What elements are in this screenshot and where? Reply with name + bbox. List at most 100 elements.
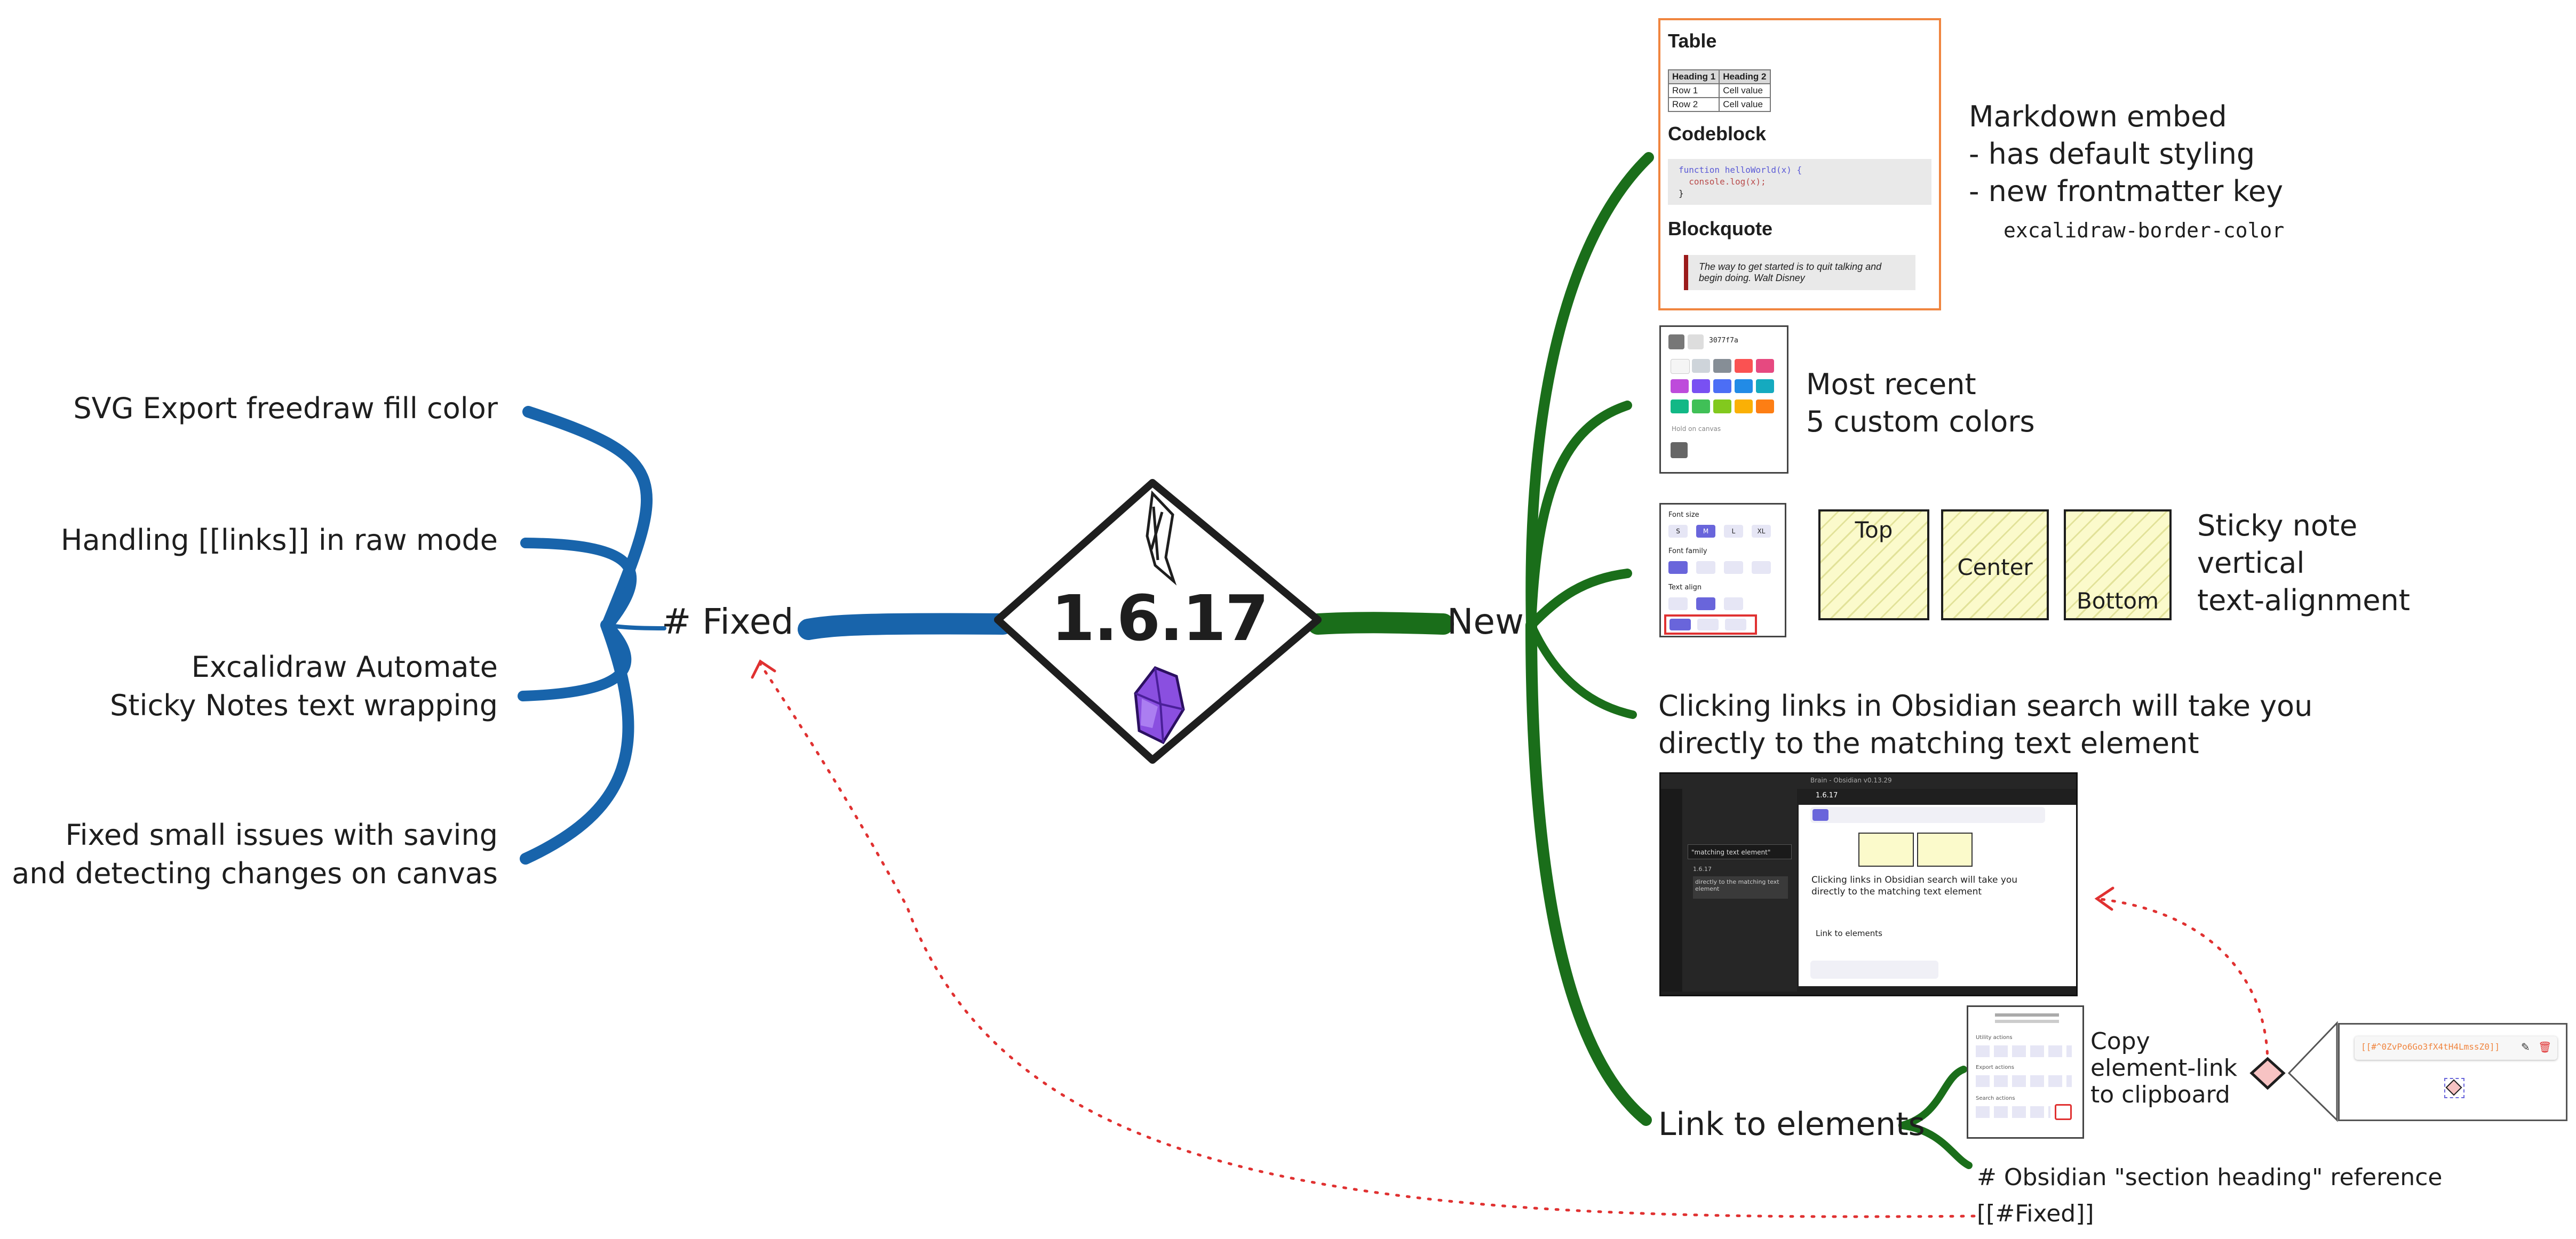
fixed-wikilink[interactable]: [[#Fixed]] <box>1977 1200 2094 1227</box>
new-branches <box>1307 152 1973 1169</box>
md-table-cell: Cell value <box>1719 83 1771 98</box>
font-family-hand-button[interactable] <box>1668 561 1688 574</box>
utility-actions-title: Utility actions <box>1976 1035 2013 1041</box>
md-table-cell: Row 2 <box>1667 97 1720 112</box>
custom-colors-line-1: Most recent <box>1806 367 1976 401</box>
arrow-fixed-link <box>759 662 1976 1218</box>
branch-copy <box>1898 1066 1967 1129</box>
search-actions-title: Search actions <box>1976 1096 2015 1101</box>
md-codeblock: function helloWorld(x) { console.log(x);… <box>1668 159 1931 205</box>
md-quote-title: Blockquote <box>1668 218 1773 239</box>
link-preview-callout: [[#^0ZvPo6Go3fX4tH4LmssZ0]] ✎ 🗑 <box>2338 1023 2567 1121</box>
font-family-custom-button[interactable] <box>1752 561 1771 574</box>
markdown-embed-line-2: - has default styling <box>1969 137 2255 171</box>
code-line: } <box>1679 188 1684 198</box>
branch-search <box>1527 621 1637 719</box>
fixed-heading: # Fixed <box>662 601 794 642</box>
size-m-button[interactable]: M <box>1696 525 1715 538</box>
fixed-item-links-raw: Handling [[links]] in raw mode <box>60 523 498 557</box>
copy-line-2: element-link <box>2090 1054 2238 1082</box>
align-left-button[interactable] <box>1668 597 1688 610</box>
font-family-normal-button[interactable] <box>1696 561 1715 574</box>
branch-sticky <box>1526 569 1632 630</box>
version-label: 1.6.17 <box>1051 581 1269 655</box>
fixed-item-svg-export: SVG Export freedraw fill color <box>73 391 498 425</box>
sticky-line-3: text-alignment <box>2197 583 2410 617</box>
pen-logo-icon <box>1146 490 1177 586</box>
branch-saving <box>520 619 634 865</box>
sticky-line-1: Sticky note <box>2197 509 2358 542</box>
branch-link-elements <box>1525 619 1652 1126</box>
export-actions-title: Export actions <box>1976 1065 2014 1070</box>
color-picker-preview: 3077f7a Hold on canvas <box>1659 325 1788 474</box>
code-line: function helloWorld(x) { <box>1679 165 1802 175</box>
sticky-note-label: Top <box>1855 517 1893 543</box>
mini-tab[interactable]: 1.6.17 <box>1816 792 1838 800</box>
branch-section-ref <box>1898 1122 1973 1169</box>
md-table-cell: Cell value <box>1719 97 1771 112</box>
valign-middle-button[interactable] <box>1697 619 1719 630</box>
fixed-item-sticky-wrap: Sticky Notes text wrapping <box>110 689 498 722</box>
fixed-item-saving-2: and detecting changes on canvas <box>12 857 498 890</box>
size-s-button[interactable]: S <box>1668 525 1688 538</box>
search-line-2: directly to the matching text element <box>1658 726 2199 760</box>
text-props-preview: Font size S M L XL Font family Text alig… <box>1659 503 1786 637</box>
valign-top-button[interactable] <box>1669 619 1691 630</box>
md-blockquote: The way to get started is to quit talkin… <box>1684 255 1915 290</box>
font-family-code-button[interactable] <box>1724 561 1743 574</box>
copy-link-button[interactable] <box>2055 1104 2072 1120</box>
sticky-note-center: Center <box>1941 509 2049 620</box>
sticky-line-2: vertical <box>2197 546 2305 580</box>
size-l-button[interactable]: L <box>1724 525 1743 538</box>
align-center-button[interactable] <box>1696 597 1715 610</box>
link-to-elements-label: Link to elements <box>1658 1106 1925 1143</box>
edit-icon[interactable]: ✎ <box>2521 1041 2530 1053</box>
mini-canvas-text-2: directly to the matching text element <box>1811 886 1982 897</box>
arrow-link-preview <box>2095 897 2269 1066</box>
obsidian-crystal-icon <box>1134 666 1185 745</box>
delete-icon[interactable]: 🗑 <box>2538 1041 2552 1053</box>
center-diamond <box>994 479 1322 764</box>
sticky-note-label: Bottom <box>2076 588 2159 614</box>
dotted-arrows <box>759 662 2269 1218</box>
branch-new-trunk <box>1307 612 1454 635</box>
branch-markdown <box>1525 152 1654 630</box>
markdown-embed-line-1: Markdown embed <box>1969 100 2227 133</box>
hex-input[interactable]: 3077f7a <box>1709 337 1738 345</box>
sticky-note-label: Center <box>1957 554 2033 580</box>
md-table-title: Table <box>1668 30 1717 52</box>
custom-colors-line-2: 5 custom colors <box>1806 405 2035 438</box>
branch-colors <box>1526 401 1632 630</box>
section-heading-reference: # Obsidian "section heading" reference <box>1977 1164 2443 1191</box>
frontmatter-key: excalidraw-border-color <box>2003 219 2285 242</box>
obsidian-search-screenshot: Brain - Obsidian v0.13.29 "matching text… <box>1659 772 2078 996</box>
text-align-title: Text align <box>1668 583 1702 591</box>
copy-line-3: to clipboard <box>2090 1081 2230 1108</box>
markdown-embed-line-3: - new frontmatter key <box>1969 174 2284 208</box>
fixed-item-automate: Excalidraw Automate <box>191 650 498 684</box>
mini-result-snippet[interactable]: directly to the matching text element <box>1693 876 1788 899</box>
mini-result-file[interactable]: 1.6.17 <box>1693 866 1712 873</box>
size-xl-button[interactable]: XL <box>1752 525 1771 538</box>
md-code-title: Codeblock <box>1668 123 1767 145</box>
mini-search-input[interactable]: "matching text element" <box>1688 844 1792 859</box>
branch-automate <box>518 620 632 701</box>
mini-window-title: Brain - Obsidian v0.13.29 <box>1810 777 1892 784</box>
sticky-note-bottom: Bottom <box>2064 509 2172 620</box>
font-size-title: Font size <box>1668 511 1699 519</box>
valign-bottom-button[interactable] <box>1725 619 1746 630</box>
element-actions-panel: Utility actions Export actions Search ac… <box>1967 1005 2084 1139</box>
picker-hint: Hold on canvas <box>1672 425 1721 433</box>
new-heading: New <box>1447 601 1524 642</box>
align-right-button[interactable] <box>1724 597 1743 610</box>
search-line-1: Clicking links in Obsidian search will t… <box>1658 689 2313 723</box>
link-preview-text[interactable]: [[#^0ZvPo6Go3fX4tH4LmssZ0]] <box>2361 1042 2500 1052</box>
link-marker-diamond <box>2249 1057 2286 1090</box>
mini-canvas-text: Clicking links in Obsidian search will t… <box>1811 875 2018 885</box>
branch-fixed-trunk <box>798 613 1014 640</box>
md-table-header: Heading 2 <box>1719 69 1771 84</box>
sticky-note-top: Top <box>1818 509 1929 620</box>
